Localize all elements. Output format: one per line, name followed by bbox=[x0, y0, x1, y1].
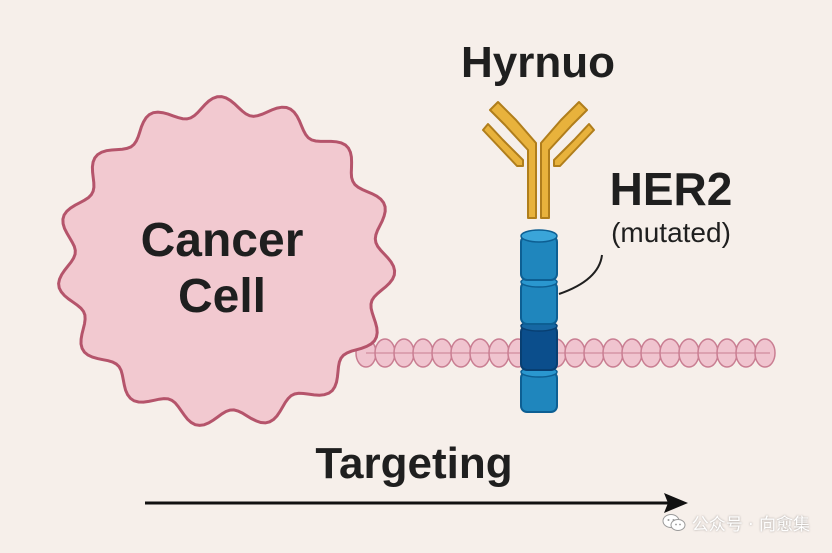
her2-receptor bbox=[520, 229, 558, 413]
antibody-left-arm bbox=[489, 101, 537, 219]
cell-membrane bbox=[355, 338, 776, 368]
wechat-icon bbox=[662, 513, 686, 531]
receptor-sublabel: (mutated) bbox=[611, 217, 731, 248]
cell-label-line1: Cancer bbox=[141, 214, 304, 267]
targeting-label: Targeting bbox=[315, 439, 512, 488]
cell-label-line2: Cell bbox=[178, 270, 266, 323]
antibody-left-fab bbox=[482, 123, 524, 167]
her2-leader-line bbox=[558, 254, 603, 295]
watermark: 公众号 · 向愈集 bbox=[662, 510, 810, 535]
receptor-label: HER2 bbox=[610, 163, 733, 215]
receptor-segment-middle bbox=[520, 281, 558, 325]
receptor-segment-cap bbox=[520, 229, 558, 243]
antibody bbox=[482, 101, 595, 219]
antibody-right-fab bbox=[553, 123, 595, 167]
watermark-text: 公众号 · 向愈集 bbox=[691, 515, 810, 535]
cancer-cell bbox=[57, 95, 397, 427]
receptor-segment-bottom bbox=[520, 371, 558, 413]
antibody-right-arm bbox=[540, 101, 588, 219]
antibody-title: Hyrnuo bbox=[461, 38, 615, 87]
targeting-arrow-head bbox=[664, 493, 688, 513]
receptor-segment-core bbox=[520, 325, 558, 371]
